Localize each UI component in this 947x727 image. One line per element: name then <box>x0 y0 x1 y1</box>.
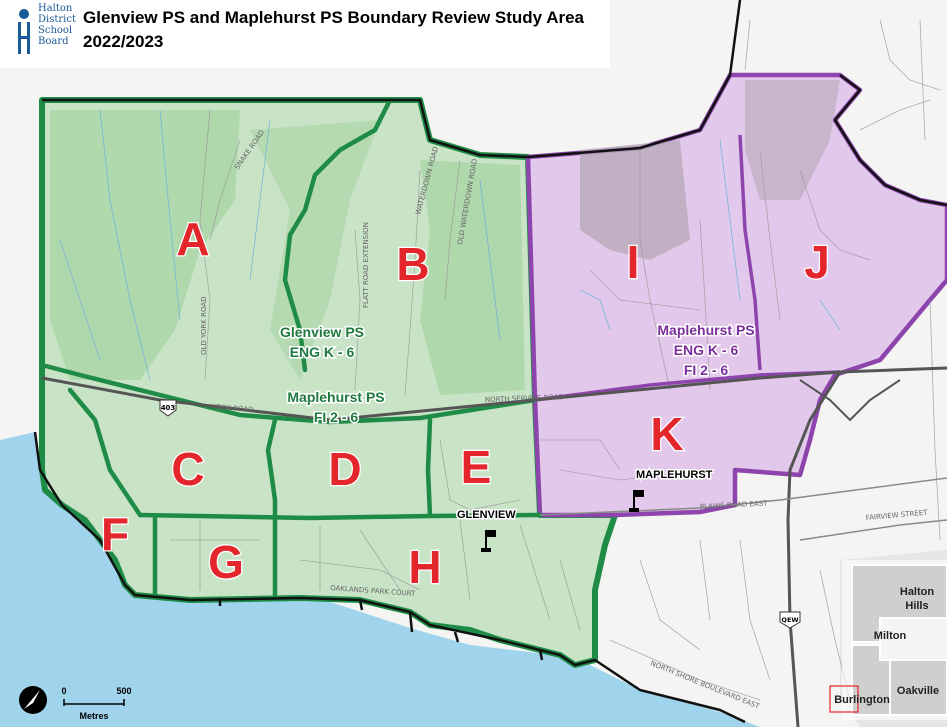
plains-road <box>539 477 947 516</box>
scale-bar: 0 500 Metres <box>61 686 131 721</box>
inset-halton-hills-line2: Hills <box>905 600 928 612</box>
lake-water <box>0 432 760 727</box>
woodland-b <box>420 160 525 395</box>
highway-qew-label: QEW <box>781 616 798 624</box>
study-area-outline-shore <box>33 431 746 724</box>
zone-label-a: A <box>176 213 209 265</box>
urban-j <box>745 80 840 200</box>
zone-label-i: I <box>627 236 640 288</box>
maplehurst-school-label[interactable]: MAPLEHURST <box>635 468 715 483</box>
north-arrow-icon <box>19 686 47 714</box>
zone-label-g: G <box>208 536 244 588</box>
zone-label-d: D <box>328 443 361 495</box>
maplehurst-program-name: Maplehurst PS <box>657 322 754 338</box>
glenview-school-label[interactable]: GLENVIEW <box>456 508 518 523</box>
highway-qew <box>786 371 842 727</box>
study-area-outline <box>42 0 742 159</box>
zone-letters: A B C D E F G H I J K <box>100 212 831 595</box>
shore-ticks <box>218 598 544 661</box>
woodland-a <box>50 110 240 380</box>
study-area-outline-east <box>833 74 947 207</box>
scale-unit: Metres <box>79 711 108 721</box>
maplehurst-program-fi: FI 2 - 6 <box>684 362 729 378</box>
zone-label-j: J <box>804 236 830 288</box>
zone-label-h: H <box>408 541 441 593</box>
map-title: Glenview PS and Maplehurst PS Boundary R… <box>83 6 584 54</box>
inset-burlington: Burlington <box>834 694 890 706</box>
label-north-service-road: NORTH SERVICE ROAD <box>485 393 564 404</box>
maplehurst-program-eng: ENG K - 6 <box>674 342 739 358</box>
label-york-road: YORK ROAD <box>211 403 254 414</box>
inset-milton: Milton <box>874 630 907 642</box>
inset-map: Halton Hills Milton Oakville Burlington <box>829 560 947 720</box>
inset-oakville: Oakville <box>897 685 939 697</box>
label-flatt-road: FLATT ROAD EXTENSION <box>362 222 370 308</box>
glenview-flag-icon[interactable] <box>481 530 496 552</box>
zone-label-f: F <box>101 508 129 560</box>
highway-qew-shield-icon: QEW <box>779 611 801 629</box>
highway-403-shield-icon: 403 <box>159 399 177 417</box>
org-name: Halton District School Board <box>38 3 76 47</box>
urban-i <box>580 140 690 260</box>
title-block: Halton District School Board Glenview PS… <box>0 0 610 68</box>
zone-label-c: C <box>171 443 204 495</box>
glenview-program-eng: ENG K - 6 <box>290 344 355 360</box>
map-title-line1: Glenview PS and Maplehurst PS Boundary R… <box>83 8 585 27</box>
highway-403-number: 403 <box>161 404 176 412</box>
label-plains-road-east: PLAINS ROAD EAST <box>700 499 769 511</box>
scale-max: 500 <box>116 686 131 696</box>
maplehurst-fi-grades: FI 2 - 6 <box>314 409 359 425</box>
maplehurst-flag-icon[interactable] <box>629 490 644 512</box>
scale-zero: 0 <box>61 686 66 696</box>
maplehurst-fi-name: Maplehurst PS <box>287 389 384 405</box>
hdsb-logo-icon <box>18 9 30 54</box>
zone-boundaries-glenview <box>39 97 543 598</box>
highway-interchange <box>799 379 901 422</box>
fairview-street <box>799 519 947 541</box>
woodland-mid <box>250 120 380 380</box>
inset-halton-hills-line1: Halton <box>900 586 935 598</box>
program-labels: Glenview PS ENG K - 6 Maplehurst PS FI 2… <box>278 321 756 427</box>
zone-label-k: K <box>650 408 683 460</box>
zone-label-e: E <box>461 441 492 493</box>
streams <box>59 109 841 381</box>
glenview-program-name: Glenview PS <box>280 324 364 340</box>
label-old-york-road: OLD YORK ROAD <box>200 296 208 355</box>
zone-label-b: B <box>396 238 429 290</box>
map-title-line2: 2022/2023 <box>83 32 164 51</box>
